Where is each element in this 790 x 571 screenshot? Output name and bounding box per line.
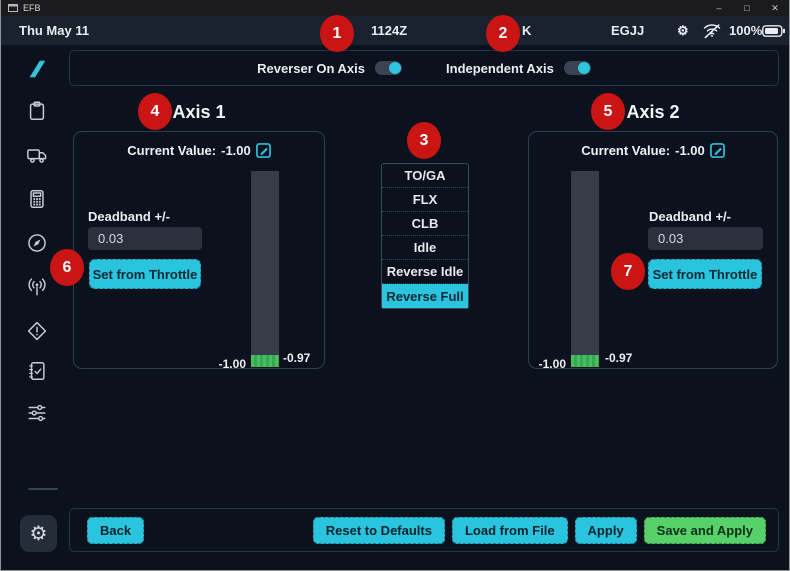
axis2-bar-bottom-value: -1.00 — [538, 357, 566, 371]
minimize-icon[interactable]: – — [716, 3, 722, 13]
axis2-current-value-label: Current Value: — [581, 143, 671, 158]
toggle-bar: Reverser On Axis Independent Axis — [69, 50, 779, 86]
settings-icon[interactable]: ⚙ — [677, 22, 689, 38]
reverser-on-axis-label: Reverser On Axis — [257, 60, 366, 76]
annotation-marker-1: 1 — [320, 15, 354, 52]
sidebar-divider — [28, 488, 58, 490]
load-from-file-button[interactable]: Load from File — [451, 517, 568, 544]
edit-icon[interactable] — [255, 143, 271, 158]
axis2-set-from-throttle-button[interactable]: Set from Throttle — [648, 259, 762, 289]
antenna-icon[interactable] — [26, 276, 48, 298]
status-date: Thu May 11 — [19, 23, 90, 38]
reset-to-defaults-button[interactable]: Reset to Defaults — [312, 517, 445, 544]
os-titlebar: EFB – □ ✕ — [1, 0, 789, 16]
status-bar: Thu May 11 1124Z K EGJJ ⚙ 100% — [1, 16, 789, 47]
independent-axis-group: Independent Axis — [446, 61, 591, 76]
detent-list: TO/GA FLX CLB Idle Reverse Idle Reverse … — [381, 163, 469, 309]
reverser-on-axis-toggle[interactable] — [375, 61, 403, 75]
sliders-icon[interactable] — [26, 402, 48, 424]
calculator-icon[interactable] — [26, 188, 48, 210]
independent-axis-label: Independent Axis — [446, 60, 554, 76]
axis1-deadband-zone — [251, 355, 279, 367]
axis1-title: Axis 1 — [172, 102, 226, 122]
apply-button[interactable]: Apply — [574, 517, 637, 544]
close-icon[interactable]: ✕ — [771, 2, 779, 13]
axis1-bar-bottom-value: -1.00 — [218, 357, 246, 371]
axis2-value-bar — [571, 171, 599, 355]
app-icon — [8, 3, 18, 13]
checklist-icon[interactable] — [26, 360, 48, 382]
sidebar-settings-gear-icon[interactable]: ⚙ — [20, 515, 57, 552]
battery-percent: 100% — [729, 23, 763, 38]
window-title: EFB — [23, 3, 41, 13]
status-utc-time: 1124Z — [371, 23, 408, 38]
toggle-knob — [577, 62, 590, 74]
back-button[interactable]: Back — [87, 517, 145, 544]
arrival-code: EGJJ — [611, 23, 645, 38]
axis1-value-bar — [251, 171, 279, 355]
battery-icon — [762, 16, 785, 45]
reverser-on-axis-group: Reverser On Axis — [257, 60, 403, 76]
airline-logo-icon — [26, 58, 48, 80]
axis2-panel: Current Value: -1.00 -1.00 -0.97 Deadban… — [528, 131, 778, 371]
axis1-set-from-throttle-button[interactable]: Set from Throttle — [89, 259, 201, 289]
detent-idle[interactable]: Idle — [382, 236, 468, 260]
axis1-deadband-input[interactable] — [88, 227, 202, 250]
axis1-bar-deadband-value: -0.97 — [283, 351, 311, 365]
detent-flx[interactable]: FLX — [382, 188, 468, 212]
annotation-marker-7: 7 — [611, 253, 645, 290]
detent-toga[interactable]: TO/GA — [382, 164, 468, 188]
toggle-knob — [389, 62, 402, 74]
independent-axis-toggle[interactable] — [563, 61, 591, 75]
annotation-marker-4: 4 — [138, 93, 172, 130]
truck-icon[interactable] — [26, 144, 48, 166]
detent-clb[interactable]: CLB — [382, 212, 468, 236]
edit-icon[interactable] — [709, 143, 725, 158]
maximize-icon[interactable]: □ — [744, 3, 750, 13]
clipboard-icon[interactable] — [26, 100, 48, 122]
departure-code: K — [522, 23, 532, 38]
axis1-current-value: -1.00 — [221, 143, 251, 158]
wifi-off-icon — [702, 16, 722, 45]
save-and-apply-button[interactable]: Save and Apply — [643, 517, 766, 544]
detent-reverse-full[interactable]: Reverse Full — [382, 284, 468, 308]
axis2-deadband-input[interactable] — [648, 227, 763, 250]
compass-icon[interactable] — [26, 232, 48, 254]
alert-diamond-icon[interactable] — [26, 320, 48, 342]
detent-reverse-idle[interactable]: Reverse Idle — [382, 260, 468, 284]
annotation-marker-6: 6 — [50, 249, 84, 286]
annotation-marker-3: 3 — [407, 122, 441, 159]
axis2-title: Axis 2 — [626, 102, 680, 122]
sidebar: ⚙ — [1, 45, 61, 570]
axis1-deadband-label: Deadband +/- — [88, 209, 170, 224]
annotation-marker-2: 2 — [486, 15, 520, 52]
axis2-bar-deadband-value: -0.97 — [605, 351, 633, 365]
axis2-deadband-zone — [571, 355, 599, 367]
axis2-current-value: -1.00 — [675, 143, 705, 158]
app-body: ⚙ Reverser On Axis Independent Axis Axis… — [1, 45, 789, 570]
annotation-marker-5: 5 — [591, 93, 625, 130]
footer-bar: Back Reset to Defaults Load from File Ap… — [69, 508, 779, 552]
axis2-deadband-label: Deadband +/- — [649, 209, 731, 224]
axis1-panel: Current Value: -1.00 Deadband +/- Set fr… — [73, 131, 325, 371]
axis1-current-value-label: Current Value: — [127, 143, 217, 158]
